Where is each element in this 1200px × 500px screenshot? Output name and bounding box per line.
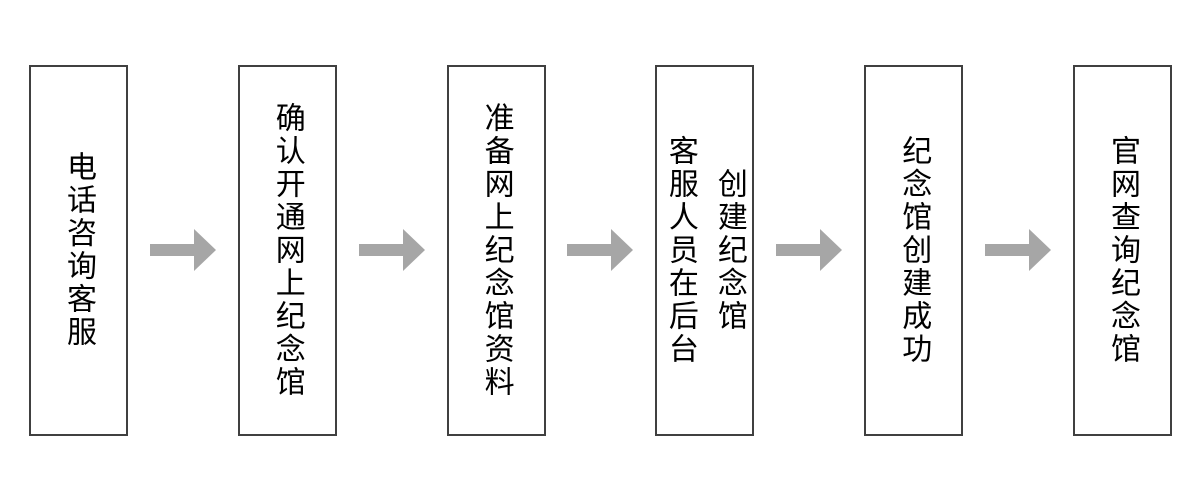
flow-step-box-3: 准备网上纪念馆资料 — [446, 64, 546, 436]
arrow-right-icon — [776, 229, 843, 271]
arrow-right-icon — [358, 229, 425, 271]
flow-step-box-4: 客服人员在后台 创建纪念馆 — [655, 64, 755, 436]
flow-step-label-1: 电话咨询客服 — [62, 151, 95, 349]
flow-step-box-6: 官网查询纪念馆 — [1072, 64, 1172, 436]
flow-step-label-6: 官网查询纪念馆 — [1105, 134, 1139, 366]
flow-step-label-4: 客服人员在后台 创建纪念馆 — [663, 134, 746, 366]
connector-gap-3 — [546, 0, 656, 500]
arrow-right-icon — [567, 229, 634, 271]
connector-gap-2 — [337, 0, 447, 500]
arrow-right-icon — [149, 229, 216, 271]
flow-step-label-3: 准备网上纪念馆资料 — [479, 101, 513, 399]
connector-gap-5 — [963, 0, 1073, 500]
flow-step-label-5: 纪念馆创建成功 — [897, 134, 931, 366]
flow-step-box-1: 电话咨询客服 — [29, 64, 128, 436]
connector-gap-4 — [754, 0, 864, 500]
flow-step-box-2: 确认开通网上纪念馆 — [237, 64, 337, 436]
flow-step-box-5: 纪念馆创建成功 — [864, 64, 964, 436]
connector-gap-1 — [128, 0, 238, 500]
arrow-right-icon — [985, 229, 1052, 271]
flow-step-label-2: 确认开通网上纪念馆 — [270, 101, 304, 399]
